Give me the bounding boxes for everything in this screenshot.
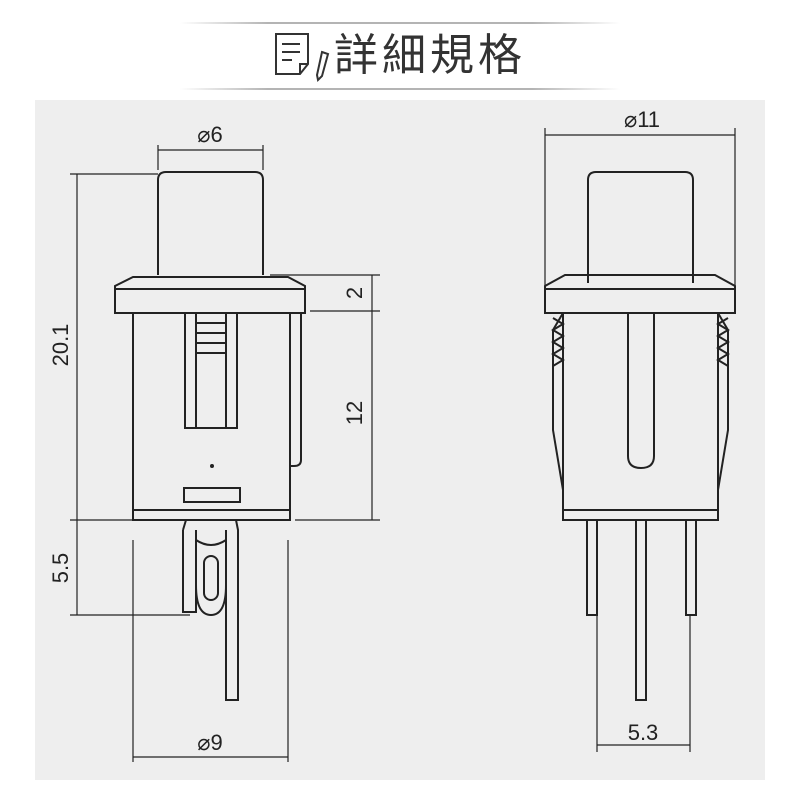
side-flange — [544, 274, 736, 314]
dim-total-height: 20.1 — [48, 324, 73, 367]
side-stem — [627, 313, 655, 470]
front-flange — [114, 276, 306, 314]
front-dimension-lines — [70, 145, 380, 762]
front-cap — [157, 171, 264, 275]
dim-pin-spacing: 5.3 — [628, 720, 659, 745]
document-pen-icon — [275, 33, 330, 83]
front-left-pin — [182, 519, 197, 613]
side-view — [544, 171, 736, 701]
dim-pin-length: 5.5 — [48, 553, 73, 584]
drawing-background — [35, 100, 765, 780]
front-slot — [183, 487, 241, 503]
front-pin-hole — [203, 555, 219, 601]
side-center-pin — [635, 519, 647, 701]
front-body — [132, 313, 291, 521]
dim-body-height: 12 — [342, 401, 367, 425]
front-dot — [210, 464, 214, 468]
side-dimension-lines — [544, 128, 736, 752]
dim-flange-diameter: ⌀11 — [624, 107, 660, 132]
front-pin-loop — [195, 584, 227, 617]
front-clip — [288, 312, 302, 467]
side-right-pin — [685, 519, 697, 616]
dim-cap-diameter: ⌀6 — [197, 122, 222, 147]
front-window — [184, 313, 238, 429]
section-header: 詳細規格 — [0, 0, 800, 100]
side-left-serration — [551, 317, 565, 367]
dim-body-diameter: ⌀9 — [197, 730, 222, 755]
side-right-serration — [716, 317, 730, 367]
header-bottom-divider — [180, 88, 620, 90]
front-right-pin — [225, 519, 239, 701]
page-title: 詳細規格 — [334, 31, 526, 80]
dim-flange-height: 2 — [342, 287, 367, 299]
side-cap — [587, 171, 694, 283]
front-view — [114, 171, 306, 701]
header-top-divider — [180, 22, 620, 24]
side-left-pin — [586, 519, 598, 616]
